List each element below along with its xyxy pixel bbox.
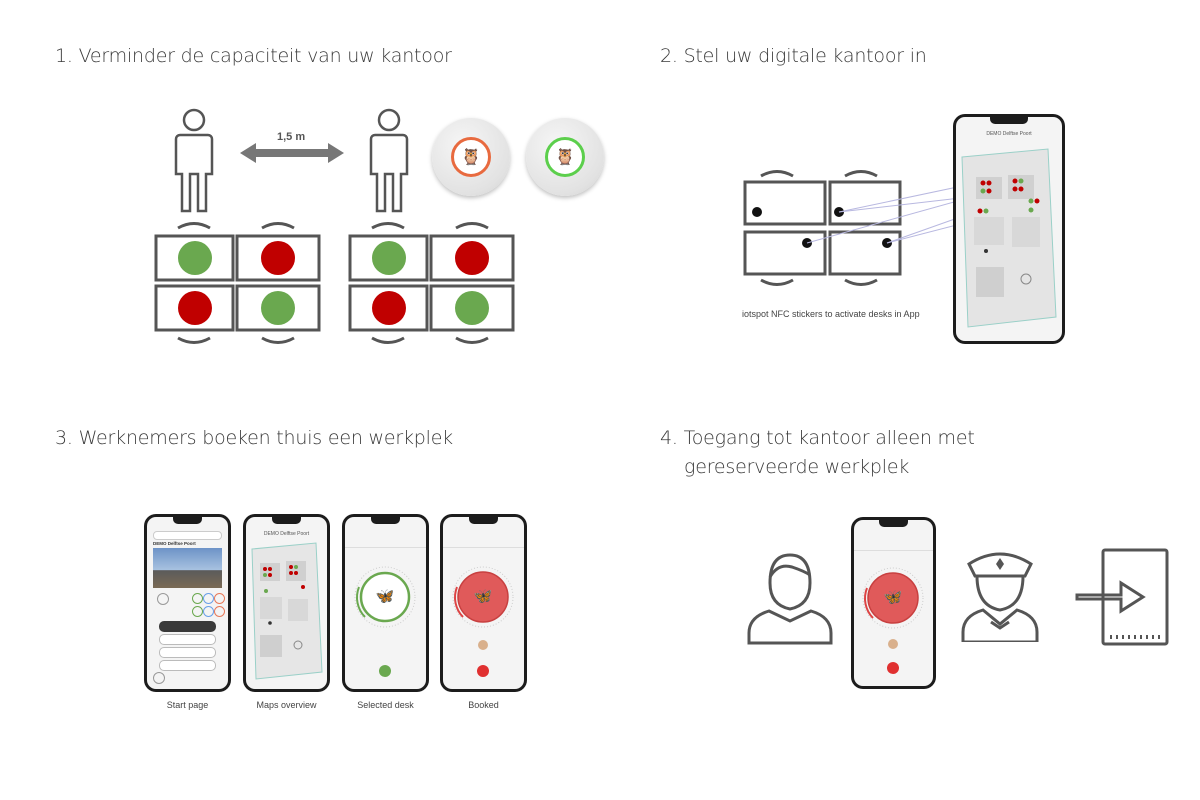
desk-available-dot [455, 291, 489, 325]
section-4-title-line1: 4. Toegang tot kantoor alleen met [660, 427, 975, 449]
distance-label: 1,5 m [277, 131, 306, 143]
phone-maps-overview: DEMO Delftse Poort [243, 514, 330, 692]
owl-icon: 🦉 [555, 149, 575, 166]
phone-selected-desk: 🦋 [342, 514, 429, 692]
caption-booked: Booked [468, 700, 499, 710]
caption-maps-overview: Maps overview [256, 700, 317, 710]
desk-occupied-dot [261, 241, 295, 275]
section-4-title-line2: gereserveerde werkplek [684, 456, 910, 478]
butterfly-icon: 🦋 [375, 588, 395, 605]
section-3-title: 3. Werknemers boeken thuis een werkplek [55, 427, 453, 449]
phone-access: 🦋 [851, 517, 936, 689]
desk-occupied-dot [178, 291, 212, 325]
door-entry-icon [1075, 548, 1169, 646]
sensor-available: 🦉 [526, 118, 604, 196]
phone-start-page: DEMO Delftse Poort [144, 514, 231, 692]
nfc-caption: iotspot NFC stickers to activate desks i… [742, 309, 920, 319]
person-icon [369, 108, 409, 213]
person-icon [174, 108, 214, 213]
security-guard-icon [961, 552, 1039, 642]
desk-occupied-dot [372, 291, 406, 325]
desk-available-dot [261, 291, 295, 325]
nfc-desk-layout [743, 170, 1001, 286]
employee-icon [747, 553, 833, 645]
section-1-illustration [154, 108, 515, 344]
desk-available-dot [372, 241, 406, 275]
butterfly-icon: 🦋 [883, 589, 903, 606]
sensor-occupied: 🦉 [432, 118, 510, 196]
butterfly-icon: 🦋 [473, 588, 493, 605]
caption-start-page: Start page [166, 700, 209, 710]
desk-cluster-left [154, 222, 321, 344]
caption-selected-desk: Selected desk [357, 700, 414, 710]
section-2-title: 2. Stel uw digitale kantoor in [660, 45, 927, 67]
phone-maps: DEMO Delftse Poort [953, 114, 1065, 344]
desk-cluster-right [348, 222, 515, 344]
section-1-title: 1. Verminder de capaciteit van uw kantoo… [55, 45, 452, 67]
double-arrow-icon [240, 143, 344, 163]
desk-occupied-dot [455, 241, 489, 275]
desk-available-dot [178, 241, 212, 275]
owl-icon: 🦉 [461, 149, 481, 166]
phone-booked: 🦋 [440, 514, 527, 692]
